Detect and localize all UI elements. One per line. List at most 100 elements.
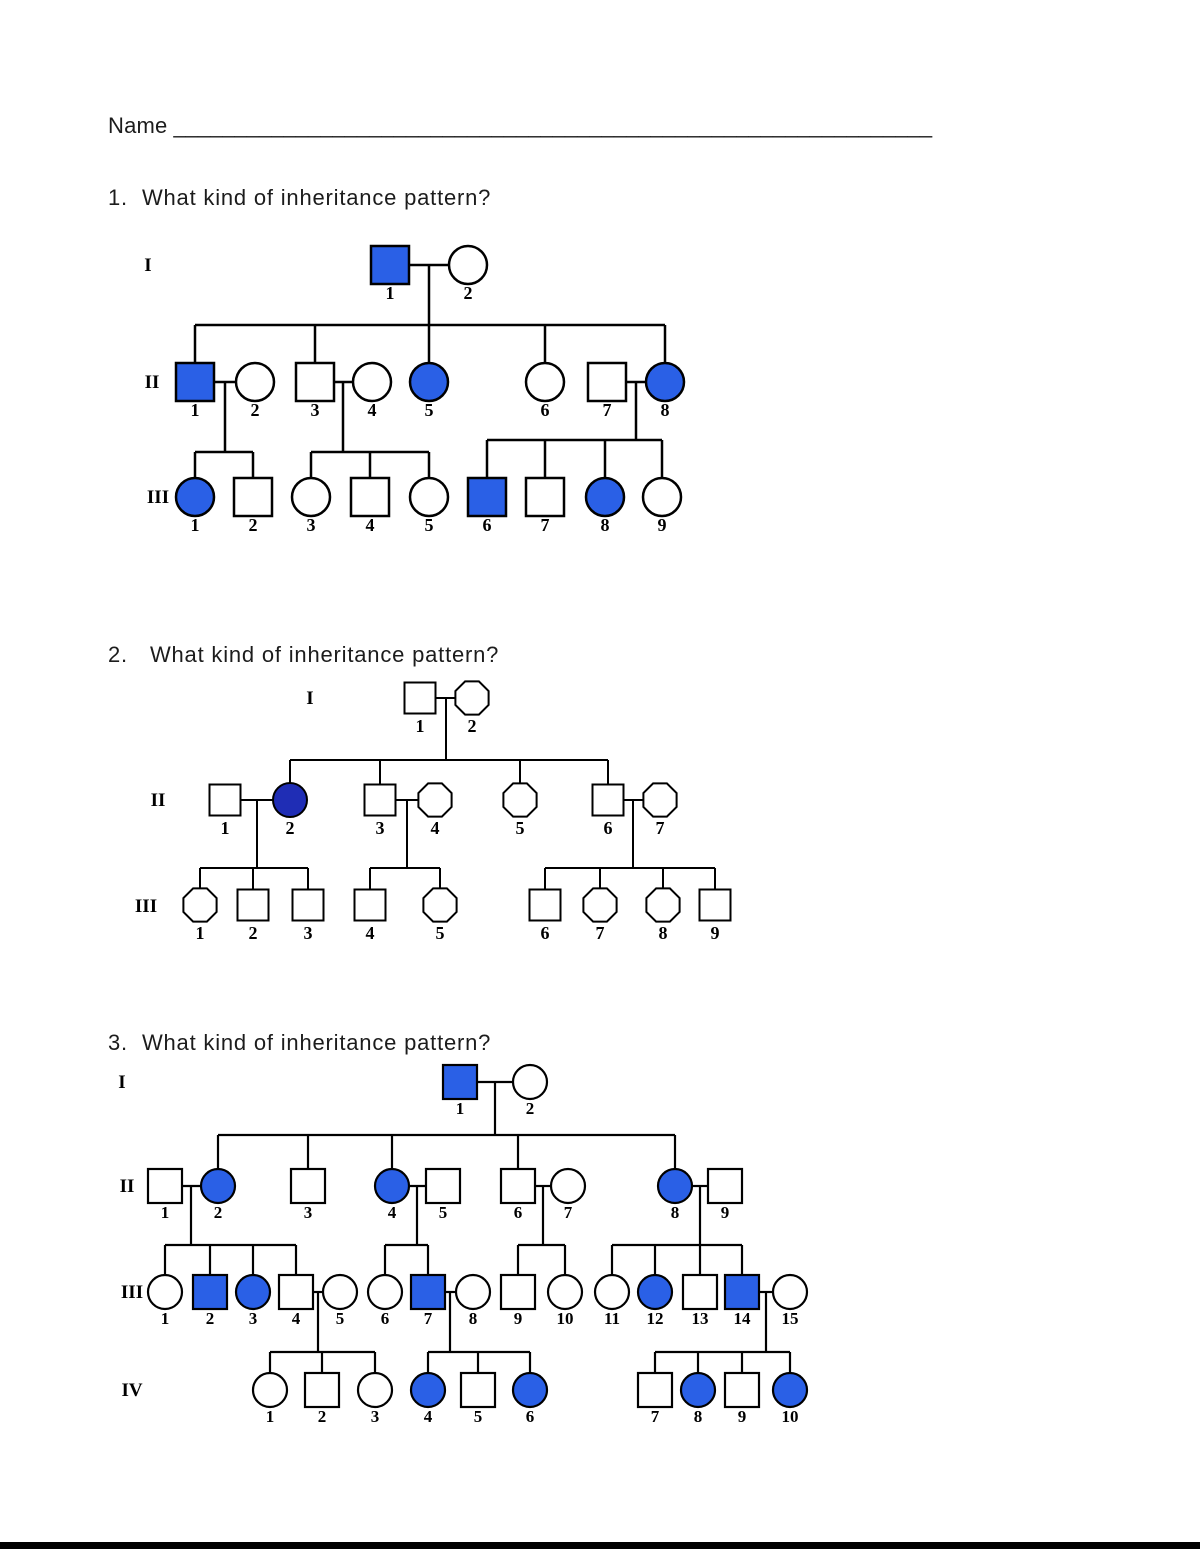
pedigree-1-individual-II-2 bbox=[234, 361, 276, 403]
individual-number-III-2: 2 bbox=[249, 515, 258, 535]
pedigree-1-individual-II-4 bbox=[351, 361, 393, 403]
individual-number-III-5: 5 bbox=[436, 923, 445, 943]
pedigree-1-individual-III-2 bbox=[232, 476, 274, 518]
individual-number-II-5: 5 bbox=[439, 1203, 448, 1222]
individual-number-II-4: 4 bbox=[431, 818, 440, 838]
pedigree-3-individual-II-5 bbox=[424, 1167, 462, 1205]
pedigree-1-individual-I-1 bbox=[369, 244, 411, 286]
question-1-number: 1. bbox=[108, 185, 128, 210]
pedigree-1-individual-III-7 bbox=[524, 476, 566, 518]
generation-label: II bbox=[145, 372, 160, 393]
individual-number-II-3: 3 bbox=[376, 818, 385, 838]
pedigree-2-individual-III-8 bbox=[645, 887, 681, 923]
individual-number-IV-7: 7 bbox=[651, 1407, 660, 1426]
individual-number-III-7: 7 bbox=[424, 1309, 433, 1328]
pedigree-3-individual-II-3 bbox=[289, 1167, 327, 1205]
individual-number-IV-9: 9 bbox=[738, 1407, 747, 1426]
individual-number-IV-6: 6 bbox=[526, 1407, 535, 1426]
pedigree-1-individual-III-1 bbox=[174, 476, 216, 518]
pedigree-3-individual-II-4 bbox=[373, 1167, 411, 1205]
individual-number-III-14: 14 bbox=[734, 1309, 752, 1328]
generation-label: II bbox=[151, 790, 166, 811]
individual-number-IV-2: 2 bbox=[318, 1407, 327, 1426]
pedigree-3-individual-I-2 bbox=[511, 1063, 549, 1101]
pedigree-3-individual-III-3 bbox=[234, 1273, 272, 1311]
individual-number-II-9: 9 bbox=[721, 1203, 730, 1222]
individual-number-III-2: 2 bbox=[206, 1309, 215, 1328]
pedigree-3-individual-IV-10 bbox=[771, 1371, 809, 1409]
pedigree-2-individual-II-7 bbox=[642, 782, 678, 818]
pedigree-3-individual-IV-2 bbox=[303, 1371, 341, 1409]
individual-number-III-8: 8 bbox=[469, 1309, 478, 1328]
pedigree-1-individual-III-6 bbox=[466, 476, 508, 518]
pedigree-2-individual-III-9 bbox=[698, 888, 732, 922]
name-row: Name____________________________________… bbox=[108, 113, 932, 139]
pedigree-2-individual-III-2 bbox=[236, 888, 270, 922]
individual-number-III-3: 3 bbox=[307, 515, 316, 535]
generation-label: I bbox=[144, 255, 151, 276]
question-3-text: What kind of inheritance pattern? bbox=[141, 1030, 492, 1055]
individual-number-III-4: 4 bbox=[366, 515, 375, 535]
pedigree-3-individual-II-9 bbox=[706, 1167, 744, 1205]
pedigree-3-individual-III-14 bbox=[723, 1273, 761, 1311]
individual-number-III-9: 9 bbox=[658, 515, 667, 535]
pedigree-3-individual-III-15 bbox=[771, 1273, 809, 1311]
question-1-heading: 1. What kind of inheritance pattern? bbox=[108, 185, 491, 211]
individual-number-II-3: 3 bbox=[311, 400, 320, 420]
generation-label: IV bbox=[121, 1380, 142, 1401]
individual-number-II-6: 6 bbox=[514, 1203, 523, 1222]
pedigree-2-individual-III-1 bbox=[182, 887, 218, 923]
pedigree-2-individual-II-3 bbox=[363, 783, 397, 817]
individual-number-III-8: 8 bbox=[601, 515, 610, 535]
individual-number-II-7: 7 bbox=[603, 400, 612, 420]
individual-number-III-1: 1 bbox=[161, 1309, 170, 1328]
pedigree-3-individual-IV-6 bbox=[511, 1371, 549, 1409]
individual-number-I-2: 2 bbox=[468, 716, 477, 736]
individual-number-III-3: 3 bbox=[304, 923, 313, 943]
individual-number-I-1: 1 bbox=[386, 283, 395, 303]
individual-number-II-6: 6 bbox=[541, 400, 550, 420]
generation-label: III bbox=[147, 487, 169, 508]
generation-label: III bbox=[121, 1282, 143, 1303]
question-3-number: 3. bbox=[108, 1030, 128, 1055]
individual-number-II-6: 6 bbox=[604, 818, 613, 838]
individual-number-III-4: 4 bbox=[366, 923, 375, 943]
generation-label: II bbox=[120, 1176, 135, 1197]
pedigree-3-individual-I-1 bbox=[441, 1063, 479, 1101]
pedigree-3-individual-III-11 bbox=[593, 1273, 631, 1311]
individual-number-IV-3: 3 bbox=[371, 1407, 380, 1426]
page-bottom-edge bbox=[0, 1542, 1200, 1549]
individual-number-II-5: 5 bbox=[516, 818, 525, 838]
pedigree-3-individual-III-6 bbox=[366, 1273, 404, 1311]
pedigree-3-individual-IV-3 bbox=[356, 1371, 394, 1409]
individual-number-II-2: 2 bbox=[286, 818, 295, 838]
pedigree-2-individual-II-2 bbox=[272, 782, 308, 818]
individual-number-III-13: 13 bbox=[692, 1309, 709, 1328]
individual-number-II-1: 1 bbox=[161, 1203, 170, 1222]
individual-number-I-1: 1 bbox=[416, 716, 425, 736]
individual-number-II-1: 1 bbox=[191, 400, 200, 420]
individual-number-IV-10: 10 bbox=[782, 1407, 799, 1426]
individual-number-III-6: 6 bbox=[483, 515, 492, 535]
question-2-text: What kind of inheritance pattern? bbox=[149, 642, 500, 667]
individual-number-III-5: 5 bbox=[336, 1309, 345, 1328]
generation-label: I bbox=[306, 688, 313, 709]
individual-number-III-12: 12 bbox=[647, 1309, 664, 1328]
pedigree-2-individual-II-4 bbox=[417, 782, 453, 818]
pedigree-3-individual-III-13 bbox=[681, 1273, 719, 1311]
pedigree-2-individual-III-4 bbox=[353, 888, 387, 922]
individual-number-III-1: 1 bbox=[196, 923, 205, 943]
individual-number-III-9: 9 bbox=[711, 923, 720, 943]
question-1-text: What kind of inheritance pattern? bbox=[141, 185, 492, 210]
individual-number-IV-5: 5 bbox=[474, 1407, 483, 1426]
individual-number-I-2: 2 bbox=[464, 283, 473, 303]
pedigree-2-individual-III-5 bbox=[422, 887, 458, 923]
individual-number-II-1: 1 bbox=[221, 818, 230, 838]
pedigree-3-individual-IV-7 bbox=[636, 1371, 674, 1409]
pedigree-3-individual-III-9 bbox=[499, 1273, 537, 1311]
pedigree-1-individual-I-2 bbox=[447, 244, 489, 286]
pedigree-2-individual-III-6 bbox=[528, 888, 562, 922]
